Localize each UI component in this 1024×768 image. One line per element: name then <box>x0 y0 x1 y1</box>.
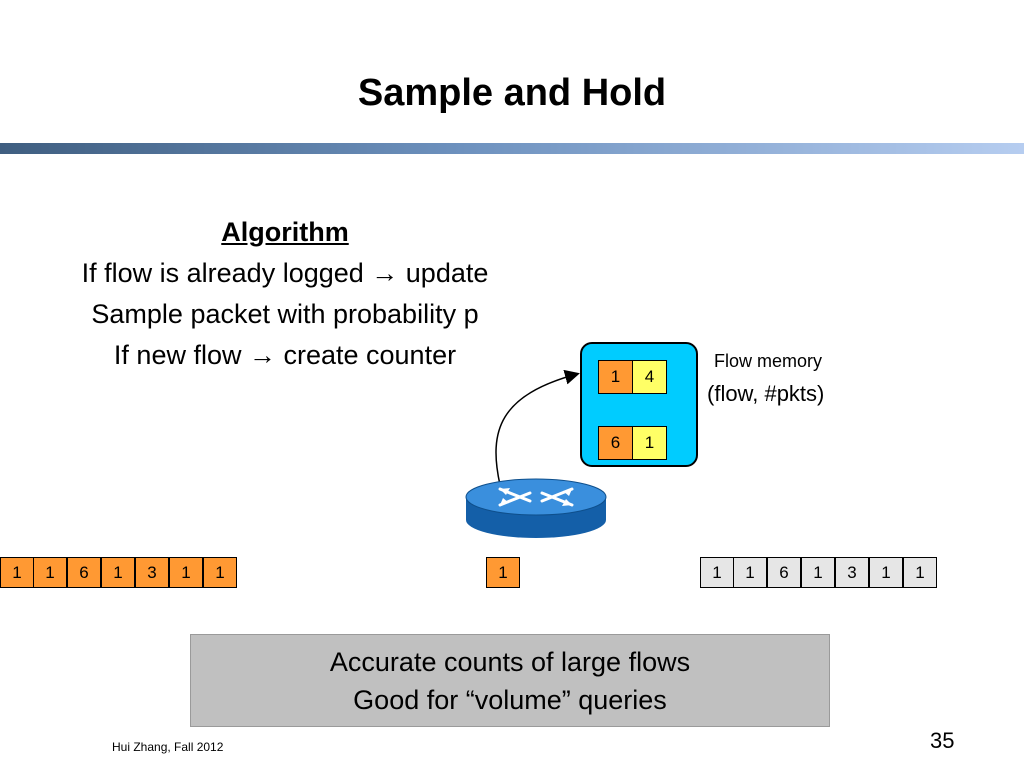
incoming-packet: 1 <box>33 557 67 588</box>
sampled-packet: 1 <box>486 557 520 588</box>
algorithm-line-3: If new flow → create counter <box>113 340 457 370</box>
flow-memory-sublabel: (flow, #pkts) <box>707 381 825 406</box>
outgoing-packet: 1 <box>869 557 903 588</box>
algorithm-line-1: If flow is already logged → update <box>81 258 489 288</box>
incoming-packet: 3 <box>135 557 169 588</box>
algorithm-line-2: Sample packet with probability p <box>91 299 479 329</box>
footer-author: Hui Zhang, Fall 2012 <box>112 740 224 754</box>
algorithm-text: Algorithm If flow is already logged → up… <box>20 212 550 376</box>
summary-line-2: Good for “volume” queries <box>353 685 667 715</box>
summary-box: Accurate counts of large flows Good for … <box>190 634 830 727</box>
sample-arrow <box>495 369 580 486</box>
page-number: 35 <box>930 728 955 753</box>
router-icon <box>465 478 607 538</box>
memory-entry-2-pkts: 1 <box>632 426 667 460</box>
incoming-packet: 1 <box>203 557 237 588</box>
outgoing-packet: 6 <box>767 557 801 588</box>
flow-memory-box: 1 4 6 1 <box>580 342 698 467</box>
outgoing-packet: 1 <box>700 557 734 588</box>
incoming-packet: 1 <box>101 557 135 588</box>
incoming-packet: 1 <box>0 557 34 588</box>
memory-entry-1-pkts: 4 <box>632 360 667 394</box>
outgoing-packet: 1 <box>733 557 767 588</box>
outgoing-packet: 1 <box>903 557 937 588</box>
memory-entry-1-flow: 1 <box>598 360 633 394</box>
outgoing-packet: 3 <box>835 557 869 588</box>
incoming-packet: 1 <box>169 557 203 588</box>
title-divider-bar <box>0 143 1024 154</box>
memory-entry-2-flow: 6 <box>598 426 633 460</box>
summary-line-1: Accurate counts of large flows <box>329 647 691 677</box>
algorithm-heading: Algorithm <box>221 217 349 247</box>
flow-memory-label: Flow memory <box>714 351 823 371</box>
outgoing-packet: 1 <box>801 557 835 588</box>
slide-title: Sample and Hold <box>357 72 667 114</box>
incoming-packet: 6 <box>67 557 101 588</box>
